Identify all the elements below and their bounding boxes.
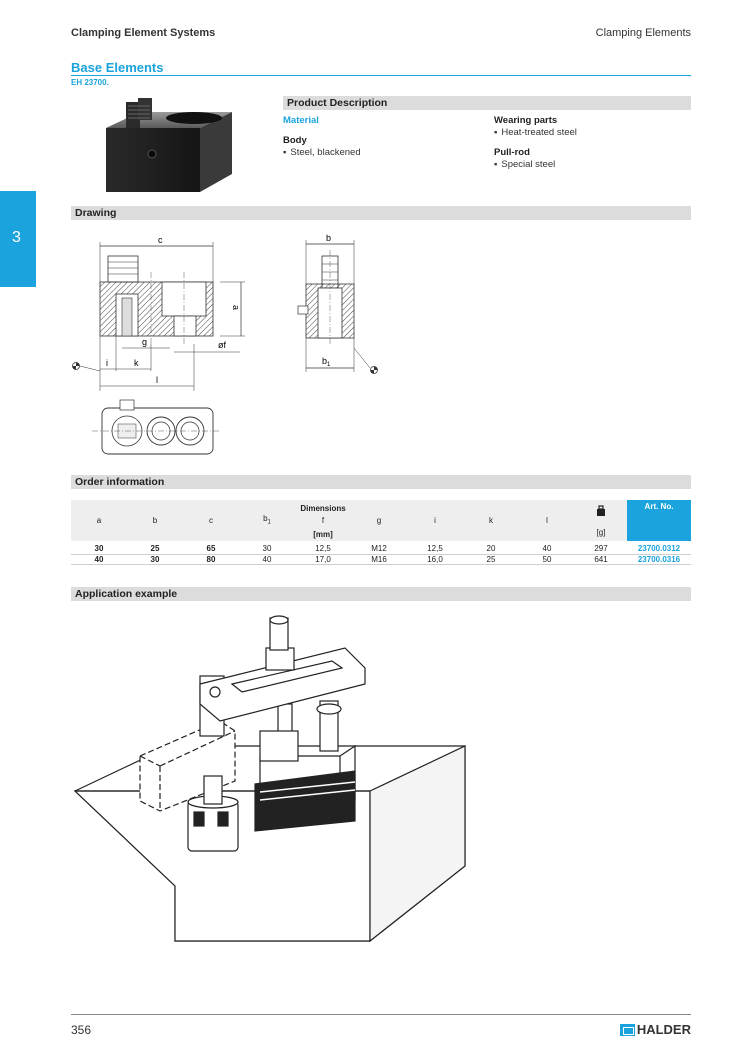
- cell-weight: 641: [575, 554, 627, 565]
- cell-l: 40: [519, 544, 575, 555]
- cell-b1: 30: [239, 544, 295, 555]
- cell-weight: 297: [575, 544, 627, 555]
- cell-g: M12: [351, 544, 407, 555]
- product-description-heading: Product Description: [283, 96, 691, 110]
- pull-rod-label: Pull-rod: [494, 147, 530, 158]
- title-divider: [71, 75, 691, 76]
- cell-f: 12,5: [295, 544, 351, 555]
- dim-b1-label: b1: [322, 356, 331, 368]
- page-title: Base Elements: [71, 60, 164, 75]
- brand-logo: HALDER: [619, 1022, 691, 1037]
- weight-unit: [g]: [596, 527, 606, 537]
- order-table: Dimensions [g] Art. No. a b c b1 f g i k…: [71, 500, 691, 565]
- wearing-parts-value: Heat-treated steel: [494, 127, 577, 138]
- cell-b: 25: [127, 544, 183, 555]
- chapter-tab[interactable]: 3: [0, 191, 36, 287]
- footer-divider: [71, 1014, 691, 1015]
- parts-column: Wearing parts Heat-treated steel Pull-ro…: [494, 115, 577, 179]
- brand-name: HALDER: [636, 1022, 691, 1037]
- body-value: Steel, blackened: [283, 147, 360, 158]
- col-b-header: b: [127, 513, 183, 527]
- cell-f: 17,0: [295, 554, 351, 565]
- material-column: Material Body Steel, blackened: [283, 115, 361, 167]
- technical-drawing: c a g øf i k l b: [72, 233, 378, 455]
- artno-link[interactable]: 23700.0316: [627, 554, 691, 565]
- header-section: Clamping Elements: [595, 27, 691, 39]
- col-i-header: i: [407, 513, 463, 527]
- col-l-header: l: [519, 513, 575, 527]
- order-info-heading: Order information: [71, 475, 691, 489]
- wearing-parts-label: Wearing parts: [494, 115, 558, 126]
- cell-a: 30: [71, 544, 127, 555]
- application-heading: Application example: [71, 587, 691, 601]
- col-k-header: k: [463, 513, 519, 527]
- dim-a-label: a: [231, 305, 241, 310]
- col-c-header: c: [183, 513, 239, 527]
- header-category: Clamping Element Systems: [71, 27, 216, 39]
- drawing-heading: Drawing: [71, 206, 691, 220]
- mm-unit: [mm]: [71, 527, 575, 541]
- application-illustration: [73, 615, 466, 943]
- cell-k: 25: [463, 554, 519, 565]
- cell-i: 16,0: [407, 554, 463, 565]
- col-b1-header: b1: [239, 513, 295, 527]
- col-a-header: a: [71, 513, 127, 527]
- cell-i: 12,5: [407, 544, 463, 555]
- weight-icon: [597, 504, 605, 516]
- cell-b1: 40: [239, 554, 295, 565]
- material-label: Material: [283, 115, 319, 126]
- cell-c: 65: [183, 544, 239, 555]
- cell-k: 20: [463, 544, 519, 555]
- dim-c-label: c: [158, 235, 163, 245]
- artno-header: Art. No.: [627, 500, 691, 541]
- table-row: 40 30 80 40 17,0 M16 16,0 25 50 641 2370…: [71, 554, 691, 565]
- dimensions-header: Dimensions: [71, 500, 575, 513]
- cell-l: 50: [519, 554, 575, 565]
- brand-icon: [619, 1023, 635, 1036]
- col-f-header: f: [295, 513, 351, 527]
- cell-b: 30: [127, 554, 183, 565]
- cell-a: 40: [71, 554, 127, 565]
- dim-l-label: l: [156, 375, 158, 385]
- body-label: Body: [283, 135, 307, 146]
- pull-rod-value: Special steel: [494, 159, 577, 170]
- col-g-header: g: [351, 513, 407, 527]
- artno-link[interactable]: 23700.0312: [627, 544, 691, 555]
- dim-b-label: b: [326, 233, 331, 243]
- product-photo: [106, 98, 232, 192]
- dim-g-label: g: [142, 337, 147, 347]
- cell-g: M16: [351, 554, 407, 565]
- page-number: 356: [71, 1023, 92, 1037]
- product-code: EH 23700.: [71, 78, 109, 87]
- dim-f-label: øf: [218, 340, 226, 350]
- cell-c: 80: [183, 554, 239, 565]
- chapter-number: 3: [12, 229, 21, 246]
- dim-i-label: i: [106, 358, 108, 368]
- table-row: 30 25 65 30 12,5 M12 12,5 20 40 297 2370…: [71, 544, 691, 555]
- dim-k-label: k: [134, 358, 139, 368]
- weight-header: [g]: [575, 500, 627, 541]
